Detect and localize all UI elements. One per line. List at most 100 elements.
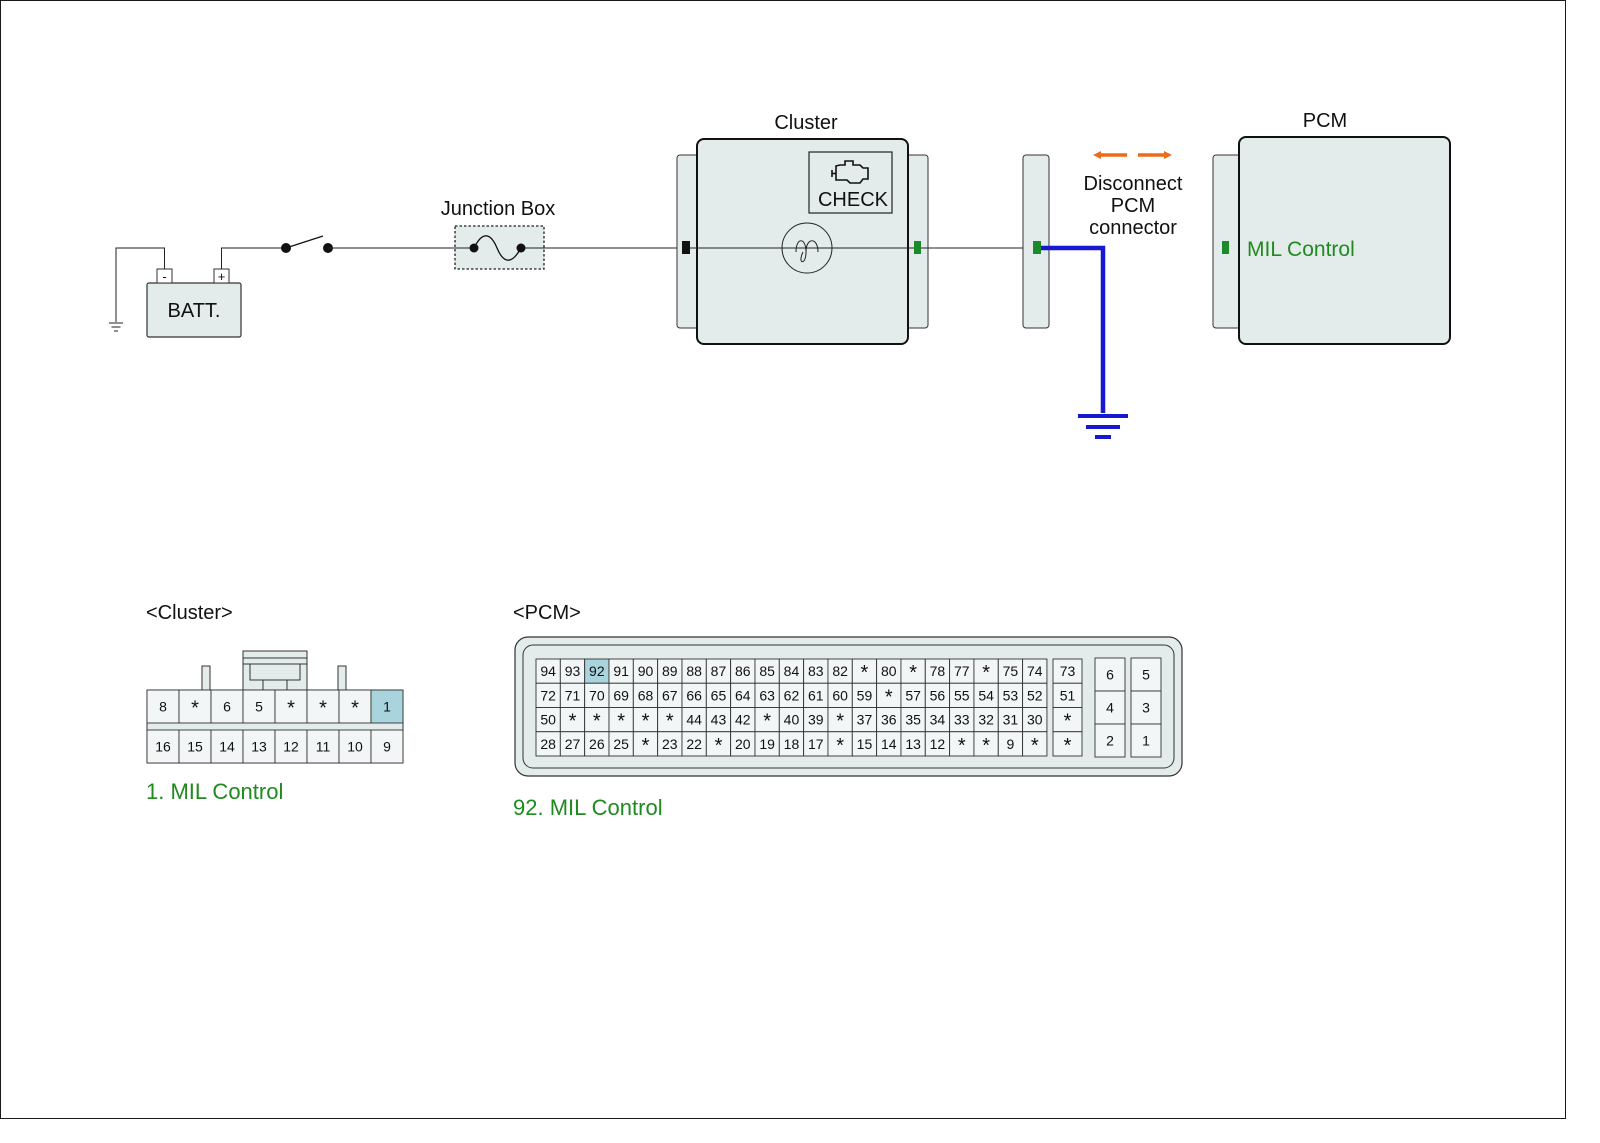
pcm-pin: 93 xyxy=(559,658,586,684)
pcm-pin: 35 xyxy=(900,707,926,733)
cluster-pin: 8 xyxy=(146,689,180,724)
battery-minus-label: - xyxy=(162,269,166,284)
pin-label: 15 xyxy=(187,739,203,755)
pcm-pin: 30 xyxy=(1022,707,1048,733)
pcm-pin: 73 xyxy=(1052,658,1083,684)
pcm-pin: 88 xyxy=(681,658,707,684)
fuse-icon xyxy=(469,235,526,261)
pin-label: 68 xyxy=(638,687,654,703)
pcm-pin: 15 xyxy=(851,731,878,757)
pin-label: 60 xyxy=(832,687,848,703)
pin-label: * xyxy=(982,735,990,757)
pin-label: 1 xyxy=(383,699,391,715)
pcm-pin: 61 xyxy=(803,682,829,708)
pin-label: 2 xyxy=(1106,733,1114,749)
pcm-pin: 26 xyxy=(584,731,610,757)
pin-label: 77 xyxy=(954,663,970,679)
pin-label: 42 xyxy=(735,712,751,728)
pcm-pin: * xyxy=(584,707,610,733)
pin-label: 90 xyxy=(638,663,654,679)
page-frame xyxy=(0,0,1566,1119)
pcm-pin: 85 xyxy=(754,658,780,684)
pin-label: 53 xyxy=(1003,687,1019,703)
lamp-bulb-icon xyxy=(781,222,833,274)
pin-label: * xyxy=(836,735,844,757)
pcm-power-pin: 4 xyxy=(1094,690,1126,725)
pcm-pin: 90 xyxy=(632,658,659,684)
pin-label: 12 xyxy=(930,736,946,752)
pin-label: 27 xyxy=(565,736,581,752)
pcm-pin: * xyxy=(851,658,878,684)
cluster-pin: 10 xyxy=(338,729,372,764)
pin-label: * xyxy=(715,735,723,757)
pcm-pin: 28 xyxy=(535,731,561,757)
pin-label: 19 xyxy=(759,736,775,752)
cluster-pin: 16 xyxy=(146,729,180,764)
cluster-connector-title: <Cluster> xyxy=(146,602,233,624)
pcm-pin: * xyxy=(754,707,780,733)
pcm-power-pin: 1 xyxy=(1130,723,1162,758)
pin-label: 32 xyxy=(978,712,994,728)
pcm-pin: 64 xyxy=(730,682,756,708)
pin-label: 63 xyxy=(759,687,775,703)
pcm-pin: * xyxy=(1022,731,1048,757)
pcm-pin: 44 xyxy=(681,707,707,733)
junction-box xyxy=(454,225,545,270)
pcm-pin: 70 xyxy=(584,682,610,708)
pin-label: 30 xyxy=(1027,712,1043,728)
pcm-pin: * xyxy=(876,682,902,708)
pcm-pin: * xyxy=(900,658,926,684)
cluster-pin: * xyxy=(338,689,372,724)
pin-label: 78 xyxy=(930,663,946,679)
pcm-pin: 89 xyxy=(657,658,683,684)
pcm-pin: 25 xyxy=(608,731,634,757)
cluster-title: Cluster xyxy=(774,112,838,134)
pcm-power-pin: 3 xyxy=(1130,690,1162,725)
pcm-pin: * xyxy=(827,707,853,733)
harness-pin-green xyxy=(1033,241,1041,254)
pin-label: 88 xyxy=(686,663,702,679)
pin-label: * xyxy=(1064,711,1072,733)
pin-label: 1 xyxy=(1142,733,1150,749)
pcm-pin: 20 xyxy=(730,731,756,757)
pin-label: 84 xyxy=(784,663,800,679)
pcm-pin: 91 xyxy=(608,658,634,684)
pcm-pin: * xyxy=(705,731,732,757)
pcm-pin: 12 xyxy=(924,731,951,757)
switch-icon xyxy=(281,235,333,253)
pcm-pin: 62 xyxy=(778,682,805,708)
pin-label: * xyxy=(642,735,650,757)
pin-label: * xyxy=(593,711,601,733)
pcm-pin: 42 xyxy=(730,707,756,733)
pcm-power-pin: 6 xyxy=(1094,657,1126,692)
pin-label: 86 xyxy=(735,663,751,679)
pcm-pin: 63 xyxy=(754,682,780,708)
pcm-pin: 39 xyxy=(803,707,829,733)
ground-wire-blue xyxy=(1040,245,1106,413)
pcm-pin: 50 xyxy=(535,707,561,733)
pcm-pin: 75 xyxy=(997,658,1024,684)
pcm-pin: 23 xyxy=(657,731,683,757)
pcm-pin: 19 xyxy=(754,731,780,757)
pin-label: 73 xyxy=(1060,663,1076,679)
pin-label: 40 xyxy=(784,712,800,728)
battery-plus-label: + xyxy=(218,269,226,284)
pcm-pin: 65 xyxy=(705,682,732,708)
pcm-power-pin: 5 xyxy=(1130,657,1162,692)
cluster-pin: * xyxy=(306,689,340,724)
pin-label: * xyxy=(666,711,674,733)
pin-label: 12 xyxy=(283,739,299,755)
pcm-pin: 9 xyxy=(997,731,1024,757)
battery: BATT. - + xyxy=(146,268,242,338)
battery-ground-wire xyxy=(115,247,165,322)
pin-label: 67 xyxy=(662,687,678,703)
pin-label: * xyxy=(319,698,327,720)
engine-check-icon xyxy=(831,160,869,184)
pin-label: 69 xyxy=(613,687,629,703)
cluster-pin: 12 xyxy=(274,729,308,764)
pcm-pin: 68 xyxy=(632,682,659,708)
cluster-pin-green xyxy=(914,241,921,254)
pcm-pin: * xyxy=(973,658,999,684)
pin-label: 43 xyxy=(711,712,727,728)
pin-label: * xyxy=(191,698,199,720)
